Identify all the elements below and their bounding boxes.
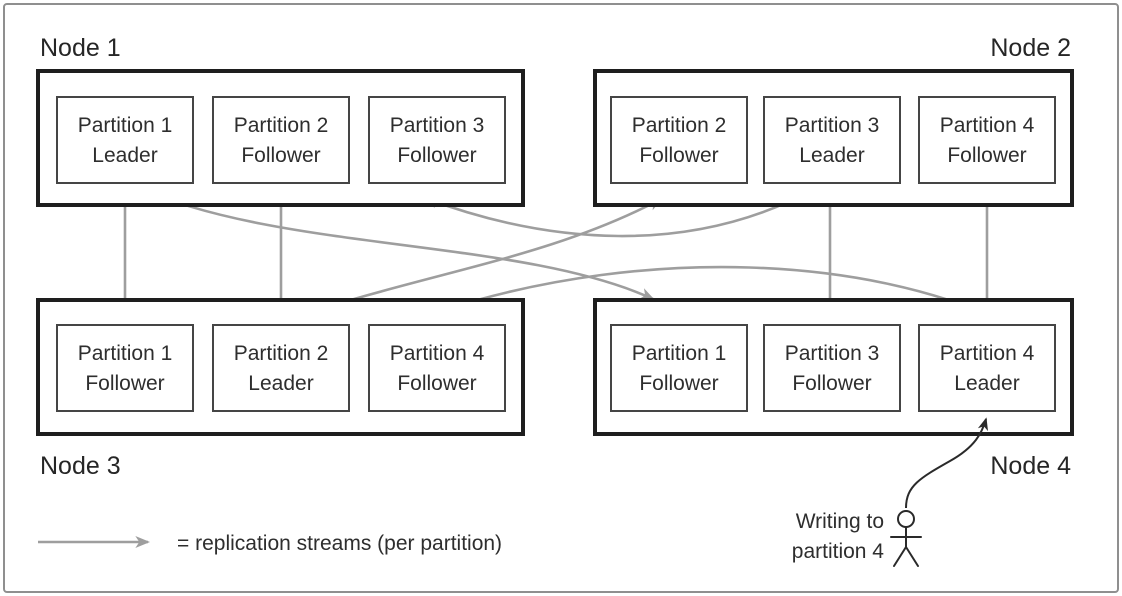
partition-box xyxy=(56,96,194,184)
partition-role: Follower xyxy=(85,372,164,395)
partition-name: Partition 1 xyxy=(78,114,173,137)
partition-role: Leader xyxy=(248,372,313,395)
partition-role: Follower xyxy=(947,144,1026,167)
partition-role: Leader xyxy=(799,144,864,167)
partition-box xyxy=(212,324,350,412)
partition-role: Follower xyxy=(792,372,871,395)
node-2: Node 2 Partition 2 Follower Partition 3 … xyxy=(593,34,1074,207)
partition-name: Partition 4 xyxy=(940,114,1035,137)
partition-name: Partition 1 xyxy=(632,342,727,365)
partition-name: Partition 1 xyxy=(78,342,173,365)
node-2-label: Node 2 xyxy=(990,34,1071,62)
node4-partition-4-leader: Partition 4 Leader xyxy=(918,324,1056,412)
partition-box xyxy=(763,324,901,412)
node-1: Node 1 Partition 1 Leader Partition 2 Fo… xyxy=(36,34,525,207)
node4-partition-3-follower: Partition 3 Follower xyxy=(763,324,901,412)
partition-role: Leader xyxy=(954,372,1019,395)
node1-partition-1-leader: Partition 1 Leader xyxy=(56,96,194,184)
partition-box xyxy=(56,324,194,412)
stick-figure-leg-left xyxy=(893,546,907,567)
node3-partition-1-follower: Partition 1 Follower xyxy=(56,324,194,412)
legend: = replication streams (per partition) xyxy=(38,532,502,555)
annotation-line-2: partition 4 xyxy=(792,540,885,563)
stream-partition4-node4-to-node3 xyxy=(448,265,1001,322)
partition-name: Partition 3 xyxy=(785,114,880,137)
partition-name: Partition 4 xyxy=(390,342,485,365)
node2-partition-4-follower: Partition 4 Follower xyxy=(918,96,1056,184)
node2-partition-2-follower: Partition 2 Follower xyxy=(610,96,748,184)
writer-annotation: Writing to partition 4 xyxy=(792,417,989,567)
node-4-label: Node 4 xyxy=(990,452,1071,480)
partition-role: Follower xyxy=(639,144,718,167)
stream-partition3-node2-to-node1 xyxy=(423,185,819,238)
partition-box xyxy=(368,324,506,412)
partition-box xyxy=(212,96,350,184)
partition-role: Follower xyxy=(397,144,476,167)
partition-role: Leader xyxy=(92,144,157,167)
user-stick-figure-icon xyxy=(890,510,922,567)
partition-box xyxy=(763,96,901,184)
partition-box xyxy=(368,96,506,184)
legend-text: = replication streams (per partition) xyxy=(177,532,502,555)
node-1-label: Node 1 xyxy=(40,34,121,62)
partition-box xyxy=(918,96,1056,184)
partition-name: Partition 2 xyxy=(234,342,329,365)
node-3-label: Node 3 xyxy=(40,452,121,480)
partition-box xyxy=(610,96,748,184)
stick-figure-leg-right xyxy=(905,546,919,567)
partition-role: Follower xyxy=(639,372,718,395)
partition-box xyxy=(918,324,1056,412)
partition-name: Partition 3 xyxy=(785,342,880,365)
partition-box xyxy=(610,324,748,412)
write-request-arrow xyxy=(905,417,989,509)
partition-name: Partition 4 xyxy=(940,342,1035,365)
partition-role: Follower xyxy=(241,144,320,167)
node1-partition-3-follower: Partition 3 Follower xyxy=(368,96,506,184)
node2-partition-3-leader: Partition 3 Leader xyxy=(763,96,901,184)
node4-partition-1-follower: Partition 1 Follower xyxy=(610,324,748,412)
partition-role: Follower xyxy=(397,372,476,395)
stream-partition1-node1-to-node4 xyxy=(136,185,655,301)
partition-name: Partition 2 xyxy=(632,114,727,137)
node-3: Node 3 Partition 1 Follower Partition 2 … xyxy=(36,298,525,480)
annotation-line-1: Writing to xyxy=(796,510,884,533)
node3-partition-2-leader: Partition 2 Leader xyxy=(212,324,350,412)
node3-partition-4-follower: Partition 4 Follower xyxy=(368,324,506,412)
partition-name: Partition 3 xyxy=(390,114,485,137)
partition-name: Partition 2 xyxy=(234,114,329,137)
node1-partition-2-follower: Partition 2 Follower xyxy=(212,96,350,184)
node-4: Node 4 Partition 1 Follower Partition 3 … xyxy=(593,298,1074,480)
